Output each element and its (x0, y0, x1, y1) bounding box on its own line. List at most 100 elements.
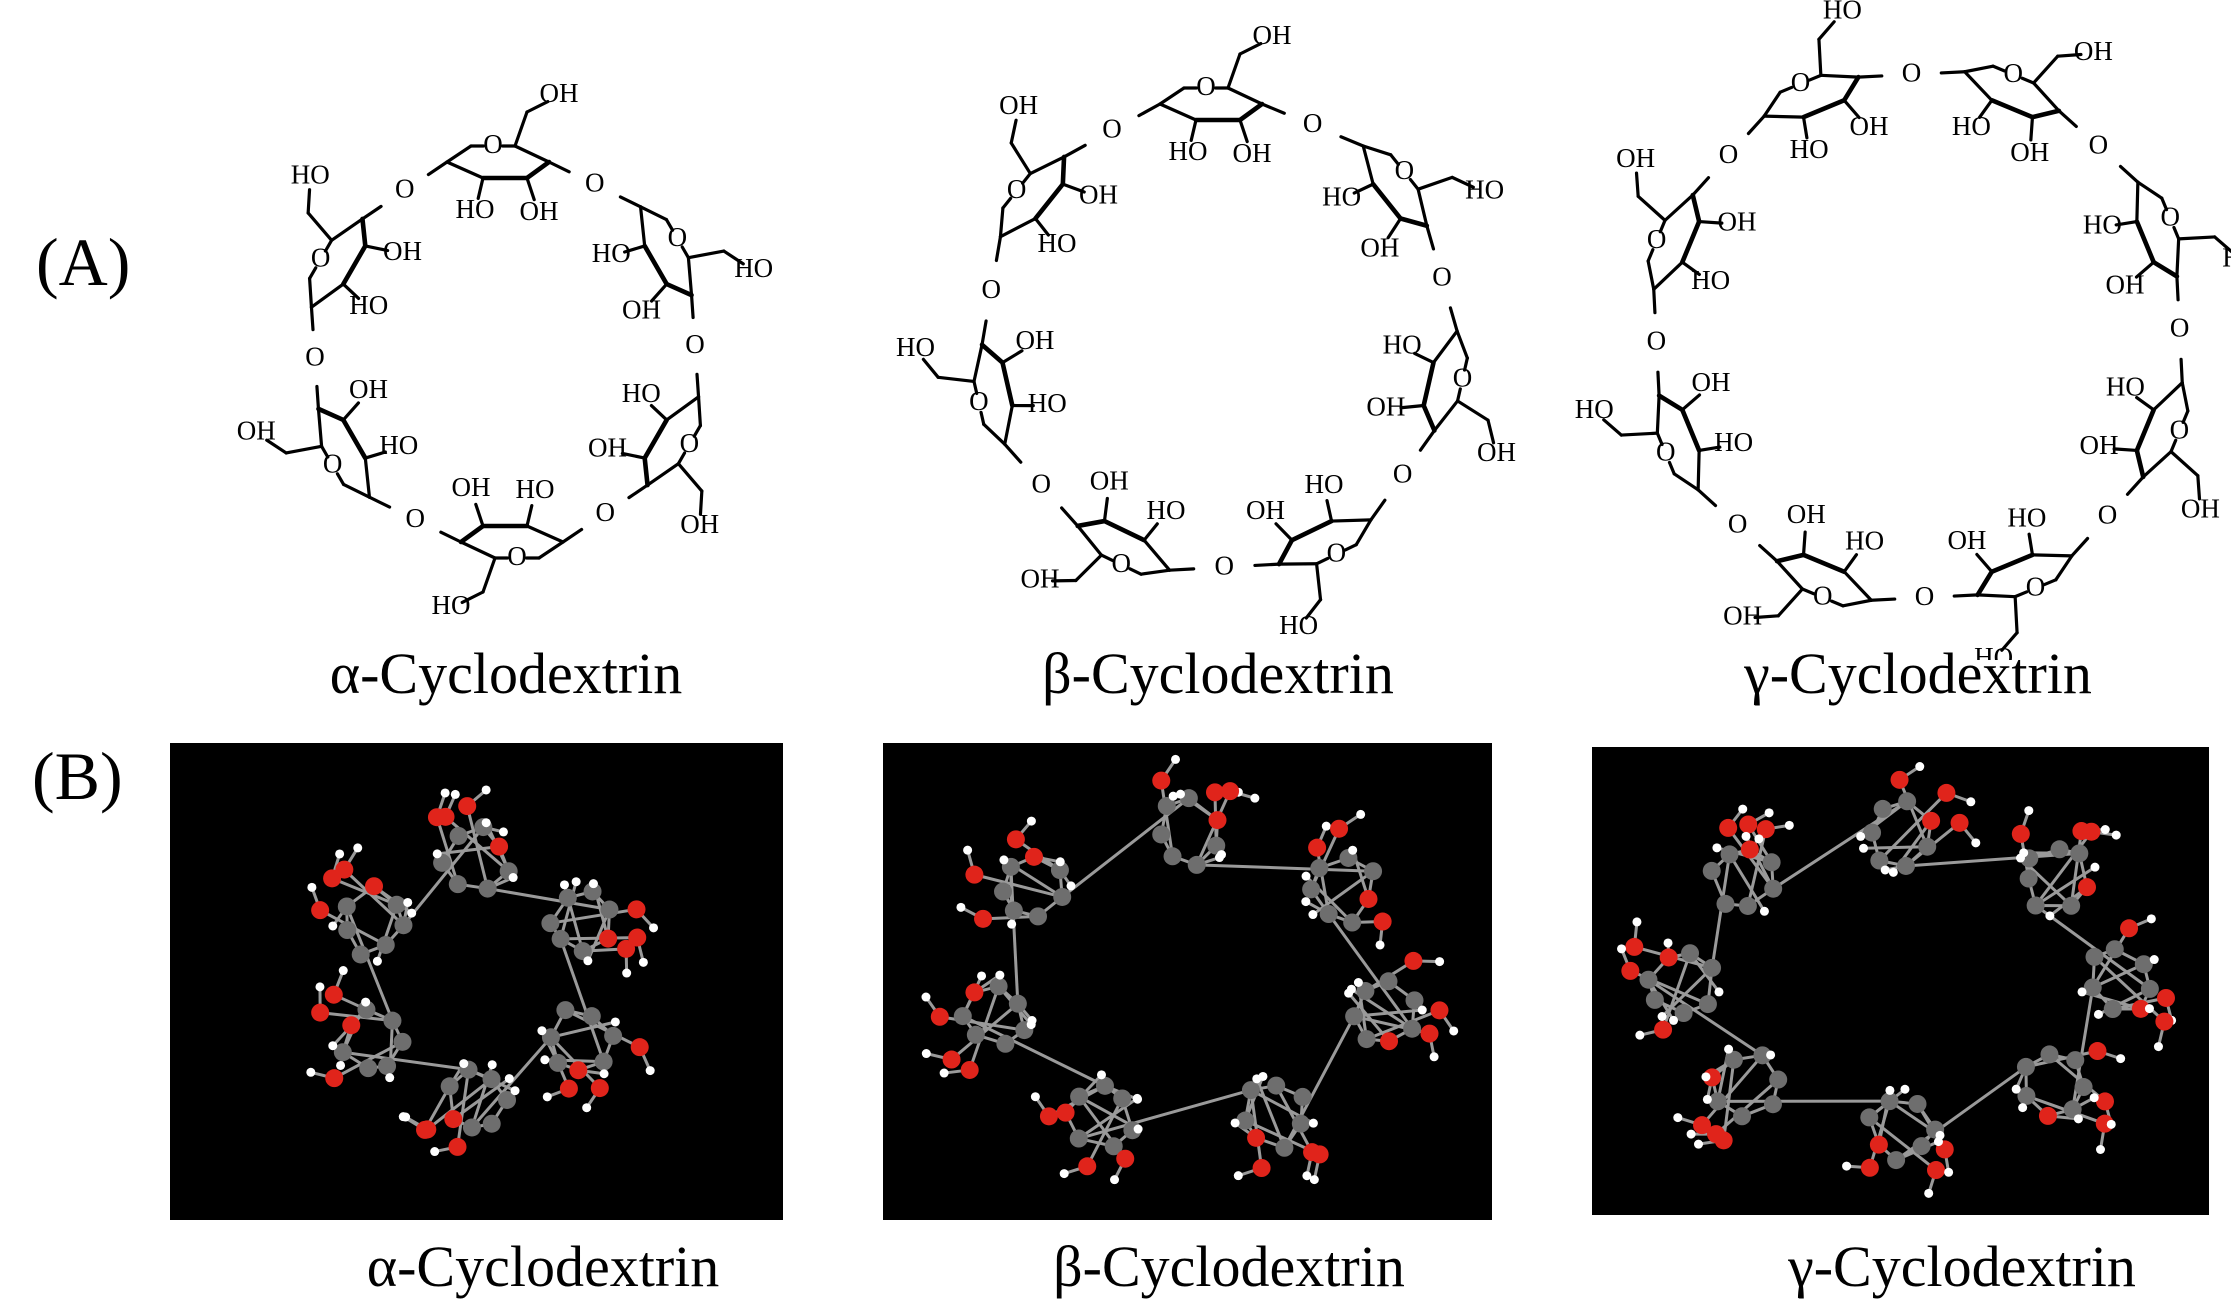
carbon-atom (2026, 896, 2045, 915)
glycosidic-bond (2057, 109, 2078, 129)
carbon-atom (357, 1000, 376, 1019)
ring-bond (2141, 450, 2173, 479)
hydrogen-atom (459, 1059, 469, 1069)
oxygen-atom (2038, 1106, 2057, 1125)
carbon-atom (462, 1118, 481, 1137)
ring-bond (2032, 81, 2061, 113)
model-bond (2034, 865, 2096, 907)
carbon-atom (989, 977, 1008, 996)
hydroxyl-bond (525, 176, 536, 202)
oxygen-atom (569, 1061, 588, 1080)
ring-bond (972, 343, 984, 384)
ch2-bond (1817, 37, 1823, 77)
hydrogen-atom (487, 1060, 497, 1070)
model-bond (2025, 1049, 2098, 1069)
oxygen-atom (1373, 912, 1392, 931)
hydrogen-atom (1712, 843, 1722, 853)
carbon-atom (478, 879, 497, 898)
oxygen-atom (599, 929, 618, 948)
carbon-atom (482, 1114, 501, 1133)
oxygen-atom (2131, 999, 2150, 1018)
oxygen-atom (559, 1079, 578, 1098)
hydrogen-atom (999, 855, 1009, 865)
carbon-atom (2103, 1000, 2122, 1019)
ring-bond (1343, 543, 1358, 552)
ring-bond (1432, 399, 1460, 433)
ring-bond (972, 379, 979, 396)
hydrogen-atom (315, 982, 325, 992)
gamma-model-render (1617, 762, 2177, 1198)
carbon-atom (338, 921, 357, 940)
ch2-bond (1009, 141, 1032, 176)
glycosidic-oxygen-label: O (2170, 313, 2190, 343)
oxygen-atom (1380, 1032, 1399, 1051)
ring-bond (1028, 155, 1066, 176)
ring-bond (513, 144, 551, 164)
hydrogen-atom (2016, 853, 2026, 863)
caption-b-alpha: α-Cyclodextrin (366, 1234, 720, 1299)
oxygen-atom (1056, 1103, 1075, 1122)
glycosidic-bond (2125, 475, 2145, 496)
oxygen-atom (1252, 1159, 1271, 1178)
carbon-atom (1187, 855, 1206, 874)
ring-bond (2134, 219, 2156, 265)
secondary-hydroxyl-label: OH (2010, 137, 2049, 167)
carbon-atom (1152, 825, 1171, 844)
secondary-hydroxyl-label: OH (1233, 138, 1272, 168)
ring-bond (638, 205, 647, 248)
hydrogen-atom (1171, 754, 1181, 764)
ch2-bond (1486, 418, 1496, 445)
hydrogen-atom (1233, 1171, 1243, 1181)
secondary-hydroxyl-label: HO (1028, 388, 1067, 418)
ring-bond (1989, 98, 2035, 120)
model-bond (559, 938, 606, 1063)
hydrogen-atom (1429, 1052, 1439, 1062)
ch2-bond (525, 99, 550, 114)
secondary-hydroxyl-label: HO (516, 474, 555, 504)
carbon-atom (1681, 944, 1700, 963)
carbon-atom (1703, 958, 1722, 977)
hydrogen-atom (1110, 1175, 1120, 1185)
ring-oxygen-label: O (1327, 537, 1347, 567)
ring-bond (642, 417, 669, 461)
carbon-atom (1163, 847, 1182, 866)
hydrogen-atom (361, 997, 371, 1007)
ring-bond (316, 406, 346, 423)
oxygen-atom (1890, 770, 1909, 789)
hydrogen-atom (1308, 1118, 1318, 1128)
glycosidic-oxygen-label: O (596, 497, 616, 527)
hydrogen-atom (430, 1147, 440, 1157)
secondary-hydroxyl-label: OH (2080, 430, 2119, 460)
secondary-hydroxyl-label: HO (1952, 111, 1991, 141)
hydroxyl-bond (1801, 115, 1809, 140)
glycosidic-bond (1339, 135, 1365, 148)
ch2-bond (1238, 41, 1263, 56)
carbon-atom (594, 1052, 613, 1071)
carbon-atom (2063, 1100, 2082, 1119)
ring-bond (1421, 403, 1437, 433)
oxygen-atom (1740, 840, 1759, 859)
hydroxyl-bond (1033, 216, 1050, 237)
hydrogen-atom (583, 956, 593, 966)
ring-bond (2160, 196, 2169, 212)
carbon-atom (482, 1070, 501, 1089)
carbon-atom (394, 916, 413, 935)
primary-hydroxyl-label: OH (237, 415, 276, 445)
ring-bond (1667, 460, 1676, 476)
hydrogen-atom (638, 957, 648, 967)
ring-bond (2172, 225, 2181, 241)
ch2-bond (1817, 20, 1836, 41)
ring-bond (1001, 196, 1013, 210)
hydroxyl-bond (1386, 216, 1403, 240)
ring-bond (1076, 524, 1103, 557)
hydrogen-atom (1885, 1085, 1895, 1095)
oxygen-atom (627, 900, 646, 919)
glycosidic-bond (1869, 597, 1897, 602)
hydroxyl-bond (525, 504, 534, 528)
hydroxyl-bond (2134, 260, 2156, 279)
ch2-bond (921, 357, 940, 379)
oxygen-atom (1950, 813, 1969, 832)
model-bond (1647, 978, 1764, 1057)
hydrogen-atom (498, 827, 508, 837)
hydrogen-atom (588, 879, 598, 889)
